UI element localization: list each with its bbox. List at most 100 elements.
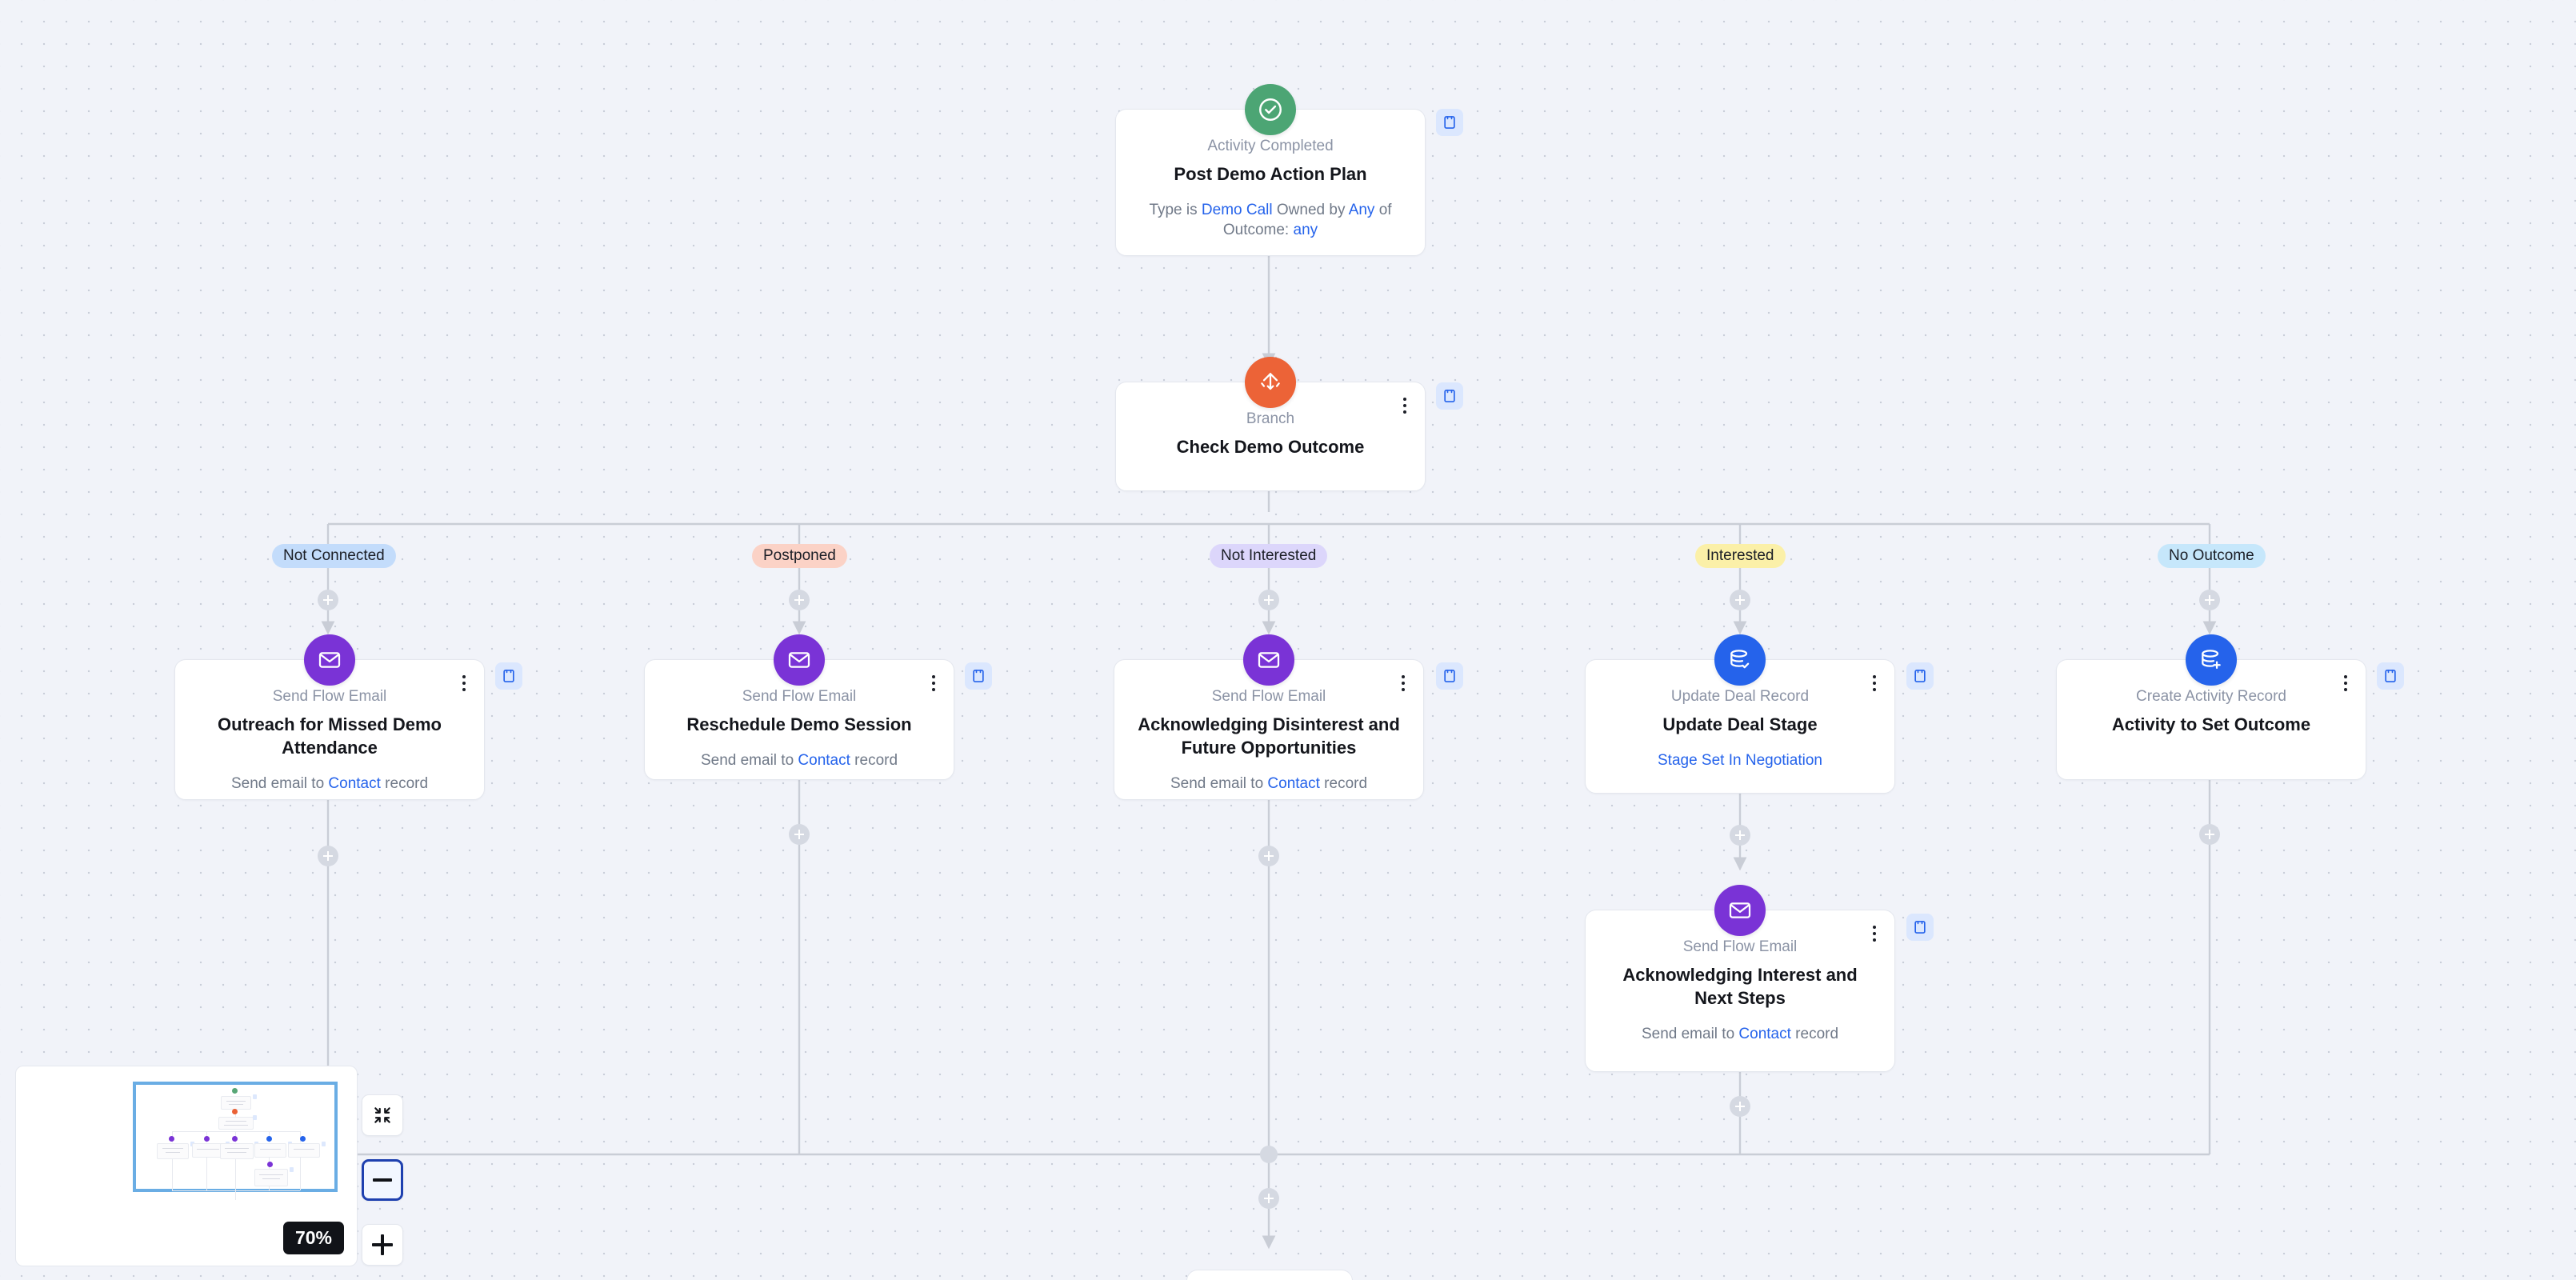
add-step-handle[interactable] bbox=[318, 590, 338, 610]
node-menu-button[interactable] bbox=[455, 671, 473, 695]
desc-link-any-outcome[interactable]: any bbox=[1293, 222, 1318, 239]
node-kind-label: Send Flow Email bbox=[1211, 688, 1326, 705]
node-menu-button[interactable] bbox=[1396, 394, 1414, 418]
node-kind-label: Create Activity Record bbox=[2136, 688, 2286, 705]
minimap-viewport[interactable] bbox=[133, 1082, 338, 1200]
fit-screen-icon bbox=[374, 1107, 390, 1123]
node-title: Reschedule Demo Session bbox=[686, 714, 912, 734]
node-menu-button[interactable] bbox=[1394, 671, 1412, 695]
note-icon[interactable] bbox=[1436, 109, 1463, 136]
desc-text-1: Send email to bbox=[700, 751, 798, 769]
desc-link-stage-set[interactable]: Stage Set In Negotiation bbox=[1658, 751, 1822, 769]
add-step-handle[interactable] bbox=[1258, 846, 1279, 866]
desc-link-contact[interactable]: Contact bbox=[798, 751, 850, 769]
next-node-partial[interactable] bbox=[1186, 1270, 1353, 1280]
desc-text-1: Send email to bbox=[1641, 1025, 1739, 1042]
desc-text-3: of Outcome: bbox=[1222, 201, 1392, 239]
note-icon[interactable] bbox=[965, 662, 992, 690]
desc-link-demo-call[interactable]: Demo Call bbox=[1201, 201, 1273, 218]
node-description: Send email to Contact record bbox=[193, 774, 466, 794]
node-menu-button[interactable] bbox=[925, 671, 942, 695]
node-kind-label: Activity Completed bbox=[1207, 138, 1334, 154]
desc-link-contact[interactable]: Contact bbox=[328, 774, 381, 792]
database-check-icon bbox=[1714, 634, 1766, 686]
add-step-handle[interactable] bbox=[1258, 590, 1279, 610]
merge-point bbox=[1260, 1146, 1278, 1163]
envelope-icon bbox=[1714, 885, 1766, 936]
node-update-deal-stage[interactable]: Update Deal Record Update Deal Stage Sta… bbox=[1585, 634, 1895, 794]
desc-text-2: record bbox=[1790, 1025, 1839, 1042]
zoom-out-button[interactable] bbox=[362, 1159, 403, 1201]
desc-text-2: record bbox=[1319, 774, 1368, 792]
fit-to-screen-button[interactable] bbox=[362, 1094, 403, 1136]
branch-label-postponed[interactable]: Postponed bbox=[752, 544, 847, 568]
add-step-handle[interactable] bbox=[789, 590, 810, 610]
node-menu-button[interactable] bbox=[2337, 671, 2354, 695]
add-step-handle[interactable] bbox=[789, 824, 810, 845]
check-circle-icon bbox=[1245, 84, 1296, 135]
zoom-controls bbox=[362, 1094, 403, 1266]
add-step-handle[interactable] bbox=[1730, 825, 1750, 846]
note-icon[interactable] bbox=[1906, 662, 1934, 690]
node-reschedule-demo-session[interactable]: Send Flow Email Reschedule Demo Session … bbox=[644, 634, 954, 780]
add-step-handle[interactable] bbox=[2199, 590, 2220, 610]
note-icon[interactable] bbox=[495, 662, 522, 690]
envelope-icon bbox=[1243, 634, 1294, 686]
node-kind-label: Branch bbox=[1246, 410, 1295, 427]
add-step-handle[interactable] bbox=[1258, 1188, 1279, 1209]
note-icon[interactable] bbox=[1436, 382, 1463, 410]
desc-text-2: Owned by bbox=[1272, 201, 1349, 218]
node-title: Post Demo Action Plan bbox=[1174, 163, 1367, 184]
note-icon[interactable] bbox=[1436, 662, 1463, 690]
node-kind-label: Update Deal Record bbox=[1670, 688, 1810, 705]
branch-split-icon bbox=[1245, 357, 1296, 408]
desc-text-2: record bbox=[380, 774, 429, 792]
branch-label-interested[interactable]: Interested bbox=[1695, 544, 1786, 568]
node-kind-label: Send Flow Email bbox=[742, 688, 857, 705]
branch-label-no-outcome[interactable]: No Outcome bbox=[2158, 544, 2266, 568]
envelope-icon bbox=[774, 634, 825, 686]
node-kind-label: Send Flow Email bbox=[272, 688, 387, 705]
add-step-handle[interactable] bbox=[1730, 590, 1750, 610]
desc-text-1: Send email to bbox=[1170, 774, 1268, 792]
node-title: Update Deal Stage bbox=[1662, 714, 1818, 734]
add-step-handle[interactable] bbox=[2199, 824, 2220, 845]
node-description: Send email to Contact record bbox=[662, 750, 936, 771]
node-kind-label: Send Flow Email bbox=[1682, 938, 1798, 955]
node-title: Acknowledging Disinterest and Future Opp… bbox=[1138, 714, 1400, 758]
node-title: Acknowledging Interest and Next Steps bbox=[1622, 964, 1858, 1008]
node-activity-to-set-outcome[interactable]: Create Activity Record Activity to Set O… bbox=[2056, 634, 2366, 780]
branch-label-not-connected[interactable]: Not Connected bbox=[272, 544, 396, 568]
node-acknowledging-disinterest[interactable]: Send Flow Email Acknowledging Disinteres… bbox=[1114, 634, 1424, 800]
node-acknowledging-interest[interactable]: Send Flow Email Acknowledging Interest a… bbox=[1585, 885, 1895, 1072]
add-step-handle[interactable] bbox=[1730, 1096, 1750, 1117]
node-post-demo-action-plan[interactable]: Activity Completed Post Demo Action Plan… bbox=[1115, 84, 1426, 256]
node-title: Outreach for Missed Demo Attendance bbox=[218, 714, 442, 758]
node-outreach-missed-demo[interactable]: Send Flow Email Outreach for Missed Demo… bbox=[174, 634, 485, 800]
desc-text-1: Type is bbox=[1149, 201, 1202, 218]
branch-label-not-interested[interactable]: Not Interested bbox=[1210, 544, 1328, 568]
desc-link-any-owner[interactable]: Any bbox=[1348, 201, 1375, 218]
desc-link-contact[interactable]: Contact bbox=[1267, 774, 1320, 792]
node-check-demo-outcome[interactable]: Branch Check Demo Outcome bbox=[1115, 357, 1426, 491]
desc-link-contact[interactable]: Contact bbox=[1738, 1025, 1791, 1042]
node-title: Check Demo Outcome bbox=[1176, 436, 1365, 457]
desc-text-2: record bbox=[850, 751, 898, 769]
node-description: Type is Demo Call Owned by Any of Outcom… bbox=[1134, 200, 1407, 241]
minus-icon bbox=[373, 1178, 392, 1182]
node-menu-button[interactable] bbox=[1866, 671, 1883, 695]
note-icon[interactable] bbox=[1906, 914, 1934, 941]
node-description: Stage Set In Negotiation bbox=[1603, 750, 1877, 771]
node-description: Send email to Contact record bbox=[1132, 774, 1406, 794]
node-title: Activity to Set Outcome bbox=[2111, 714, 2311, 734]
database-plus-icon bbox=[2186, 634, 2237, 686]
node-description: Send email to Contact record bbox=[1603, 1024, 1877, 1045]
add-step-handle[interactable] bbox=[318, 846, 338, 866]
zoom-level-badge: 70% bbox=[282, 1222, 344, 1254]
node-menu-button[interactable] bbox=[1866, 922, 1883, 946]
minimap[interactable]: 70% bbox=[15, 1066, 358, 1266]
zoom-in-button[interactable] bbox=[362, 1224, 403, 1266]
note-icon[interactable] bbox=[2377, 662, 2404, 690]
plus-icon-bar bbox=[372, 1243, 393, 1246]
